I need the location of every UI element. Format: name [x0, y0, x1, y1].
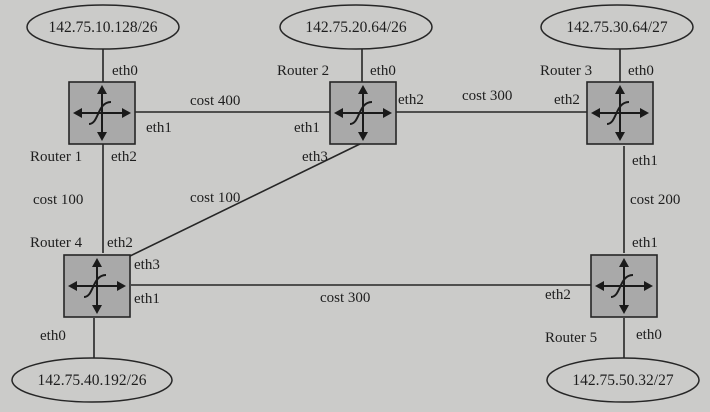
cost-r3-r5-label: cost 200: [630, 192, 680, 208]
link-r4-r2: [127, 142, 363, 258]
network-2-label: 142.75.20.64/26: [305, 19, 406, 36]
r2-eth2-label: eth2: [398, 92, 424, 108]
r4-eth2-label: eth2: [107, 235, 133, 251]
network-3: 142.75.30.64/27: [540, 4, 694, 50]
router-1-label: Router 1: [30, 149, 82, 165]
router-2: [329, 81, 397, 145]
cost-r4-r5-label: cost 300: [320, 290, 370, 306]
r4-eth0-label: eth0: [40, 328, 66, 344]
router-2-label: Router 2: [277, 63, 329, 79]
r3-eth1-label: eth1: [632, 153, 658, 169]
r2-eth1-label: eth1: [294, 120, 320, 136]
network-4: 142.75.40.192/26: [11, 357, 173, 403]
network-5: 142.75.50.32/27: [546, 357, 700, 403]
cost-r2-r3-label: cost 300: [462, 88, 512, 104]
router-3-label: Router 3: [540, 63, 592, 79]
router-4: [63, 254, 131, 318]
router-icon: [68, 81, 136, 145]
r5-eth1-label: eth1: [632, 235, 658, 251]
r3-eth2-label: eth2: [554, 92, 580, 108]
r1-eth2-label: eth2: [111, 149, 137, 165]
router-4-label: Router 4: [30, 235, 83, 251]
network-5-label: 142.75.50.32/27: [572, 372, 673, 389]
router-5: [590, 254, 658, 318]
cost-r4-r2-label: cost 100: [190, 190, 240, 206]
cost-r1-r4-label: cost 100: [33, 192, 83, 208]
router-icon: [590, 254, 658, 318]
network-2: 142.75.20.64/26: [279, 4, 433, 50]
cost-r1-r2-label: cost 400: [190, 93, 240, 109]
r4-eth1-label: eth1: [134, 291, 160, 307]
router-3: [586, 81, 654, 145]
network-4-label: 142.75.40.192/26: [38, 372, 147, 389]
router-icon: [586, 81, 654, 145]
router-icon: [329, 81, 397, 145]
r5-eth0-label: eth0: [636, 327, 662, 343]
network-1: 142.75.10.128/26: [26, 4, 180, 50]
network-3-label: 142.75.30.64/27: [566, 19, 667, 36]
r3-eth0-label: eth0: [628, 63, 654, 79]
router-5-label: Router 5: [545, 330, 597, 346]
r1-eth0-label: eth0: [112, 63, 138, 79]
r2-eth3-label: eth3: [302, 149, 328, 165]
r1-eth1-label: eth1: [146, 120, 172, 136]
r4-eth3-label: eth3: [134, 257, 160, 273]
router-1: [68, 81, 136, 145]
r5-eth2-label: eth2: [545, 287, 571, 303]
r2-eth0-label: eth0: [370, 63, 396, 79]
router-icon: [63, 254, 131, 318]
network-1-label: 142.75.10.128/26: [49, 19, 158, 36]
